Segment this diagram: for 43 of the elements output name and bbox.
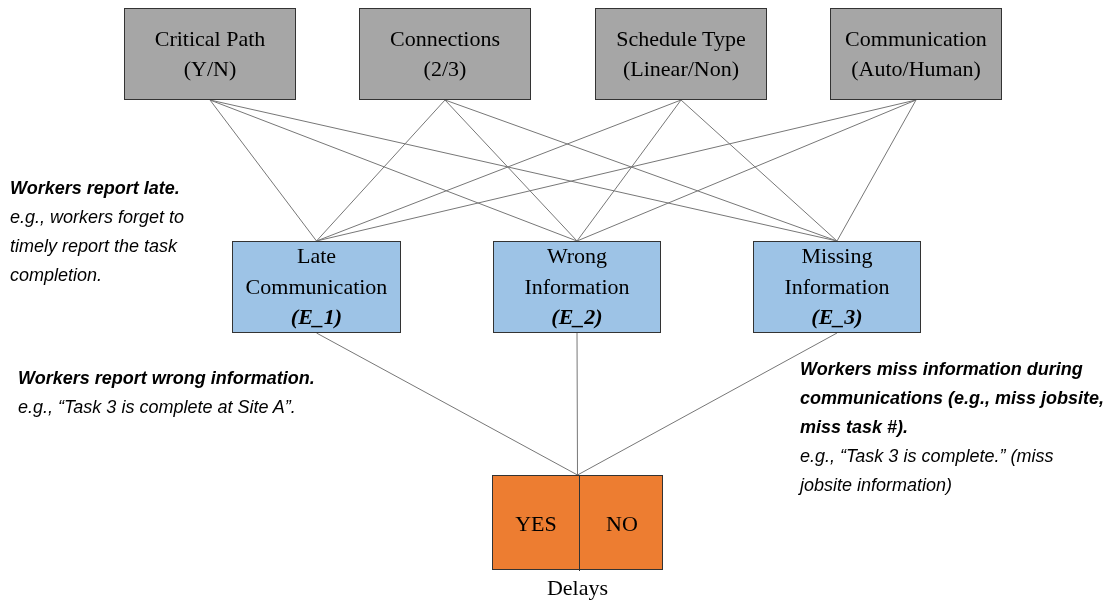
- connector-line: [444, 99, 578, 242]
- connector-line: [836, 99, 917, 242]
- node-label: NO: [606, 509, 638, 538]
- factor-box: [359, 8, 531, 100]
- node-label: Critical Path: [154, 25, 266, 54]
- event-box: [753, 241, 921, 333]
- annotation-example: e.g., “Task 3 is complete.” (miss jobsite information): [800, 445, 1055, 497]
- event-box: [232, 241, 401, 333]
- node-label: Wrong Information: [523, 241, 631, 301]
- event-code: (E_3): [811, 303, 863, 332]
- factor-box: [830, 8, 1002, 100]
- node-label: Missing Information: [783, 241, 891, 301]
- connector-line: [577, 332, 838, 476]
- annotation-heading: Workers report wrong information.: [18, 367, 316, 390]
- annotation-heading: Workers report late.: [10, 177, 181, 200]
- connector-line: [316, 99, 446, 242]
- factor-box: [595, 8, 767, 100]
- connector-line: [316, 99, 682, 242]
- node-label: Late Communication: [244, 241, 389, 301]
- outcome-caption: Delays: [545, 574, 610, 602]
- annotation-example: e.g., workers forget to timely report the task completion.: [10, 206, 186, 287]
- connector-line: [576, 332, 578, 476]
- annotation-example: e.g., “Task 3 is complete at Site A”.: [18, 396, 297, 419]
- event-code: (E_1): [290, 303, 343, 332]
- event-code: (E_2): [551, 303, 603, 332]
- node-label: (Linear/Non): [622, 55, 740, 83]
- node-label: YES: [515, 509, 557, 538]
- factor-box: [124, 8, 296, 100]
- connector-line: [209, 99, 317, 242]
- node-label: Connections: [390, 25, 500, 54]
- connector-line: [680, 99, 838, 242]
- connector-line: [209, 99, 578, 242]
- connector-line: [576, 99, 682, 242]
- connector-line: [444, 99, 838, 242]
- node-label: Schedule Type: [616, 25, 746, 54]
- node-label: (2/3): [423, 55, 467, 83]
- event-box: [493, 241, 661, 333]
- node-label: (Auto/Human): [851, 55, 981, 83]
- connector-line: [576, 99, 917, 242]
- node-label: Communication: [845, 25, 987, 54]
- node-label: (Y/N): [183, 55, 237, 83]
- annotation-heading: Workers miss information during communications (e.g., miss jobsite, miss task #).: [800, 358, 1106, 439]
- connector-line: [316, 332, 578, 476]
